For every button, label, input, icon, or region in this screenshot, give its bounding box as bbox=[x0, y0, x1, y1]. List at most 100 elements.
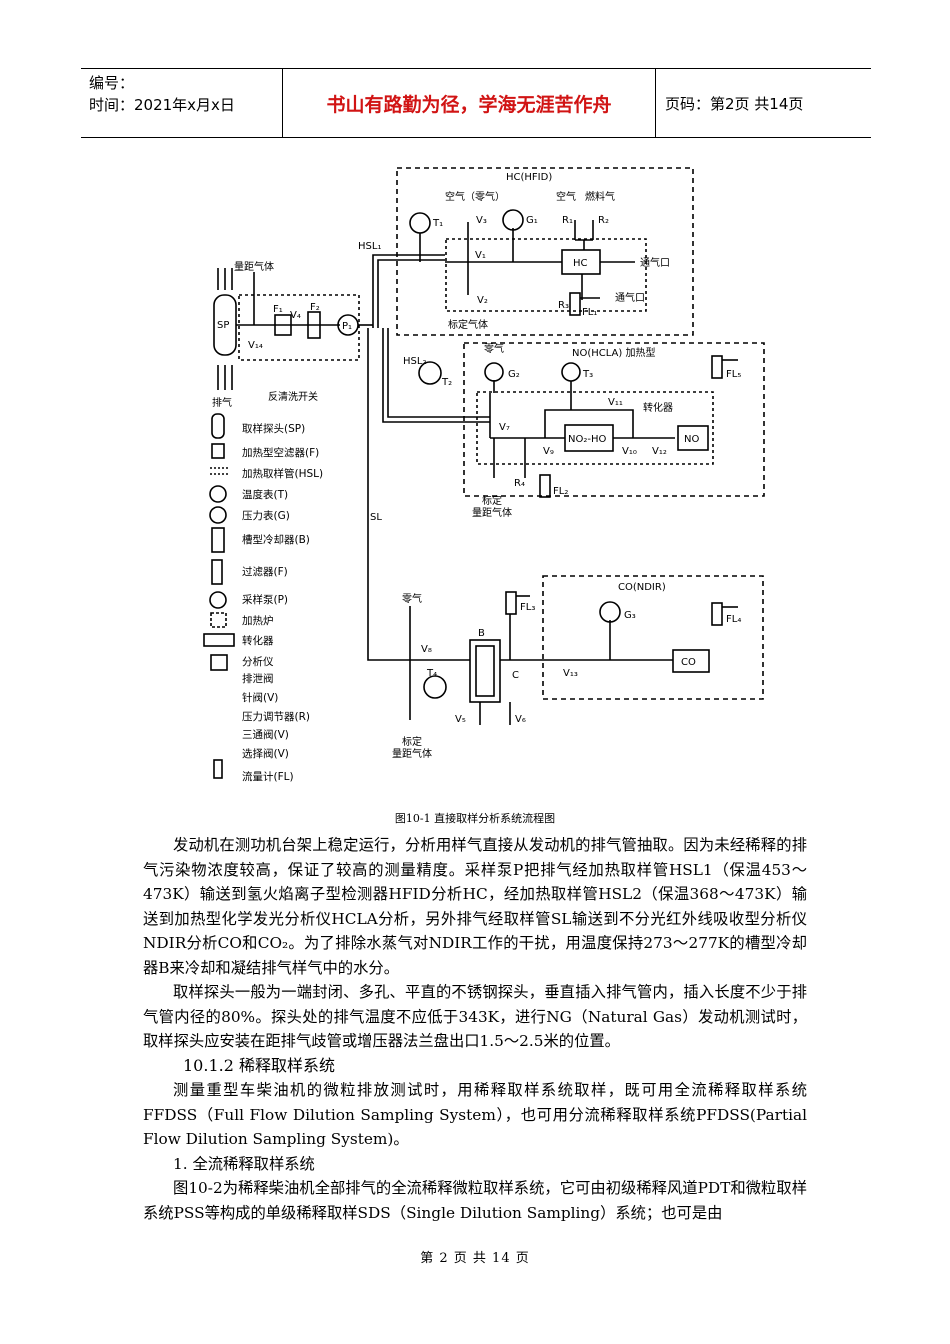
header-table: 编号： 时间：2021年x月x日 书山有路勤为径，学海无涯苦作舟 页码：第2页 … bbox=[81, 68, 871, 138]
co-box-label: CO(NDIR) bbox=[618, 582, 666, 593]
co-analyzer bbox=[672, 649, 710, 673]
g3-label: G₃ bbox=[624, 610, 636, 621]
legend-item: 排泄阀 bbox=[242, 672, 274, 685]
hc-analyzer-box bbox=[396, 167, 694, 336]
hc-analyzer-label: HC bbox=[573, 258, 588, 269]
f2-label: F₂ bbox=[310, 302, 320, 313]
legend-item: 分析仪 bbox=[242, 655, 274, 668]
v7-label: V₇ bbox=[499, 422, 510, 433]
v12-label: V₁₂ bbox=[652, 446, 667, 457]
legend-item: 针阀(V) bbox=[242, 691, 278, 704]
legend-item: 流量计(FL) bbox=[242, 770, 294, 783]
r1-label: R₁ bbox=[562, 215, 573, 226]
fl5-label: FL₅ bbox=[726, 369, 741, 380]
r3-label: R₃ bbox=[558, 300, 569, 311]
no-analyzer-box bbox=[463, 342, 765, 497]
fl4-label: FL₄ bbox=[726, 614, 741, 625]
paragraph: 取样探头一般为一端封闭、多孔、平直的不锈钢探头，垂直插入排气管内，插入长度不少于… bbox=[143, 983, 807, 1050]
legend-item: 三通阀(V) bbox=[242, 728, 289, 741]
zero-gas-label-2: 零气 bbox=[402, 592, 422, 605]
document-number: 编号： bbox=[89, 74, 135, 92]
cal-gas-label: 标定气体 bbox=[448, 318, 488, 331]
cal-gas-label-3b: 量距气体 bbox=[392, 747, 432, 760]
span-gas-label: 量距气体 bbox=[234, 260, 274, 273]
fuel-gas-label: 燃料气 bbox=[585, 190, 615, 203]
zero-gas-label: 零气 bbox=[484, 342, 504, 355]
paragraph: 图10-2为稀释柴油机全部排气的全流稀释微粒取样系统，它可由初级稀释风道PDT和… bbox=[143, 1179, 807, 1222]
document-date: 时间：2021年x月x日 bbox=[89, 96, 235, 114]
page-footer: 第 2 页 共 14 页 bbox=[420, 1251, 530, 1266]
legend-item: 加热炉 bbox=[242, 614, 274, 627]
t1-label: T₁ bbox=[432, 218, 443, 229]
t4-label: T₄ bbox=[426, 668, 437, 679]
vent-label-2: 通气口 bbox=[615, 291, 645, 304]
legend-item: 取样探头(SP) bbox=[242, 422, 305, 435]
backflush-label: 反清洗开关 bbox=[268, 390, 318, 403]
g1-label: G₁ bbox=[526, 215, 538, 226]
legend-item: 加热型空滤器(F) bbox=[242, 446, 319, 459]
paragraph: 发动机在测功机台架上稳定运行，分析用样气直接从发动机的排气管抽取。因为未经稀释的… bbox=[143, 836, 807, 977]
v9-label: V₉ bbox=[543, 446, 554, 457]
hsl1-label: HSL₁ bbox=[358, 241, 381, 252]
header-motto-cell: 书山有路勤为径，学海无涯苦作舟 bbox=[283, 69, 656, 137]
cold-trap-b bbox=[469, 639, 501, 703]
t3-label: T₃ bbox=[582, 369, 593, 380]
air-label: 空气 bbox=[556, 190, 576, 203]
t2-label: T₂ bbox=[441, 377, 452, 388]
f1-label: F₁ bbox=[273, 304, 283, 315]
no-analyzer bbox=[677, 425, 709, 451]
legend-item: 压力表(G) bbox=[242, 509, 290, 522]
legend-item: 选择阀(V) bbox=[242, 747, 289, 760]
fl2-label: FL₂ bbox=[553, 486, 568, 497]
legend-item: 过滤器(F) bbox=[242, 565, 288, 578]
v10-label: V₁₀ bbox=[622, 446, 637, 457]
cal-gas-label-2b: 量距气体 bbox=[472, 506, 512, 519]
v5-label: V₅ bbox=[455, 714, 466, 725]
heated-zone-no bbox=[476, 391, 714, 465]
fl3-label: FL₃ bbox=[520, 602, 535, 613]
legend-item: 采样泵(P) bbox=[242, 593, 288, 606]
legend-item: 转化器 bbox=[242, 634, 274, 647]
legend-item: 加热取样管(HSL) bbox=[242, 467, 323, 480]
r2-label: R₂ bbox=[598, 215, 609, 226]
heated-zone-sp bbox=[238, 294, 360, 361]
header-page-cell: 页码：第2页 共14页 bbox=[656, 69, 871, 137]
exhaust-label: 排气 bbox=[212, 396, 232, 409]
figure-caption: 图10-1 直接取样分析系统流程图 bbox=[394, 812, 556, 825]
v8-label: V₈ bbox=[421, 644, 432, 655]
motto: 书山有路勤为径，学海无涯苦作舟 bbox=[326, 93, 612, 116]
fl1-label: FL₁ bbox=[582, 307, 597, 318]
hsl2-label: HSL₂ bbox=[403, 356, 426, 367]
hc-box-label: HC(HFID) bbox=[506, 172, 552, 183]
header-meta-cell: 编号： 时间：2021年x月x日 bbox=[81, 69, 283, 137]
page-info: 页码：第2页 共14页 bbox=[665, 94, 804, 113]
b-label: B bbox=[478, 628, 485, 639]
section-heading: 10.1.2 稀释取样系统 bbox=[183, 1055, 335, 1075]
cal-gas-label-3a: 标定 bbox=[402, 735, 422, 748]
cal-gas-label-2a: 标定 bbox=[482, 494, 502, 507]
co-label: CO bbox=[681, 657, 696, 668]
v11-label: V₁₁ bbox=[608, 397, 623, 408]
vent-label: 通气口 bbox=[640, 256, 670, 269]
v4-label: V₄ bbox=[290, 310, 301, 321]
body-text: 发动机在测功机台架上稳定运行，分析用样气直接从发动机的排气管抽取。因为未经稀释的… bbox=[143, 833, 807, 1225]
v13-label: V₁₃ bbox=[563, 668, 578, 679]
paragraph: 测量重型车柴油机的微粒排放测试时，用稀释取样系统取样，既可用全流稀释取样系统FF… bbox=[143, 1081, 807, 1148]
sl-label: SL bbox=[370, 512, 382, 523]
r4-label: R₄ bbox=[514, 478, 525, 489]
legend-item: 槽型冷却器(B) bbox=[242, 533, 310, 546]
legend-item: 压力调节器(R) bbox=[242, 710, 310, 723]
co-analyzer-box bbox=[542, 575, 764, 700]
subsection-heading: 1. 全流稀释取样系统 bbox=[173, 1154, 315, 1173]
no2ho-label: NO₂-HO bbox=[568, 434, 606, 445]
no-label: NO bbox=[684, 434, 699, 445]
p1-label: P₁ bbox=[342, 321, 352, 332]
sp-label: SP bbox=[217, 320, 229, 331]
air-zero-label: 空气（零气） bbox=[445, 190, 505, 203]
heated-zone-hc bbox=[445, 238, 647, 312]
v2-label: V₂ bbox=[477, 295, 488, 306]
legend-item: 温度表(T) bbox=[242, 488, 288, 501]
converter-label: 转化器 bbox=[643, 401, 673, 414]
v6-label: V₆ bbox=[515, 714, 526, 725]
v3-label: V₃ bbox=[476, 215, 487, 226]
